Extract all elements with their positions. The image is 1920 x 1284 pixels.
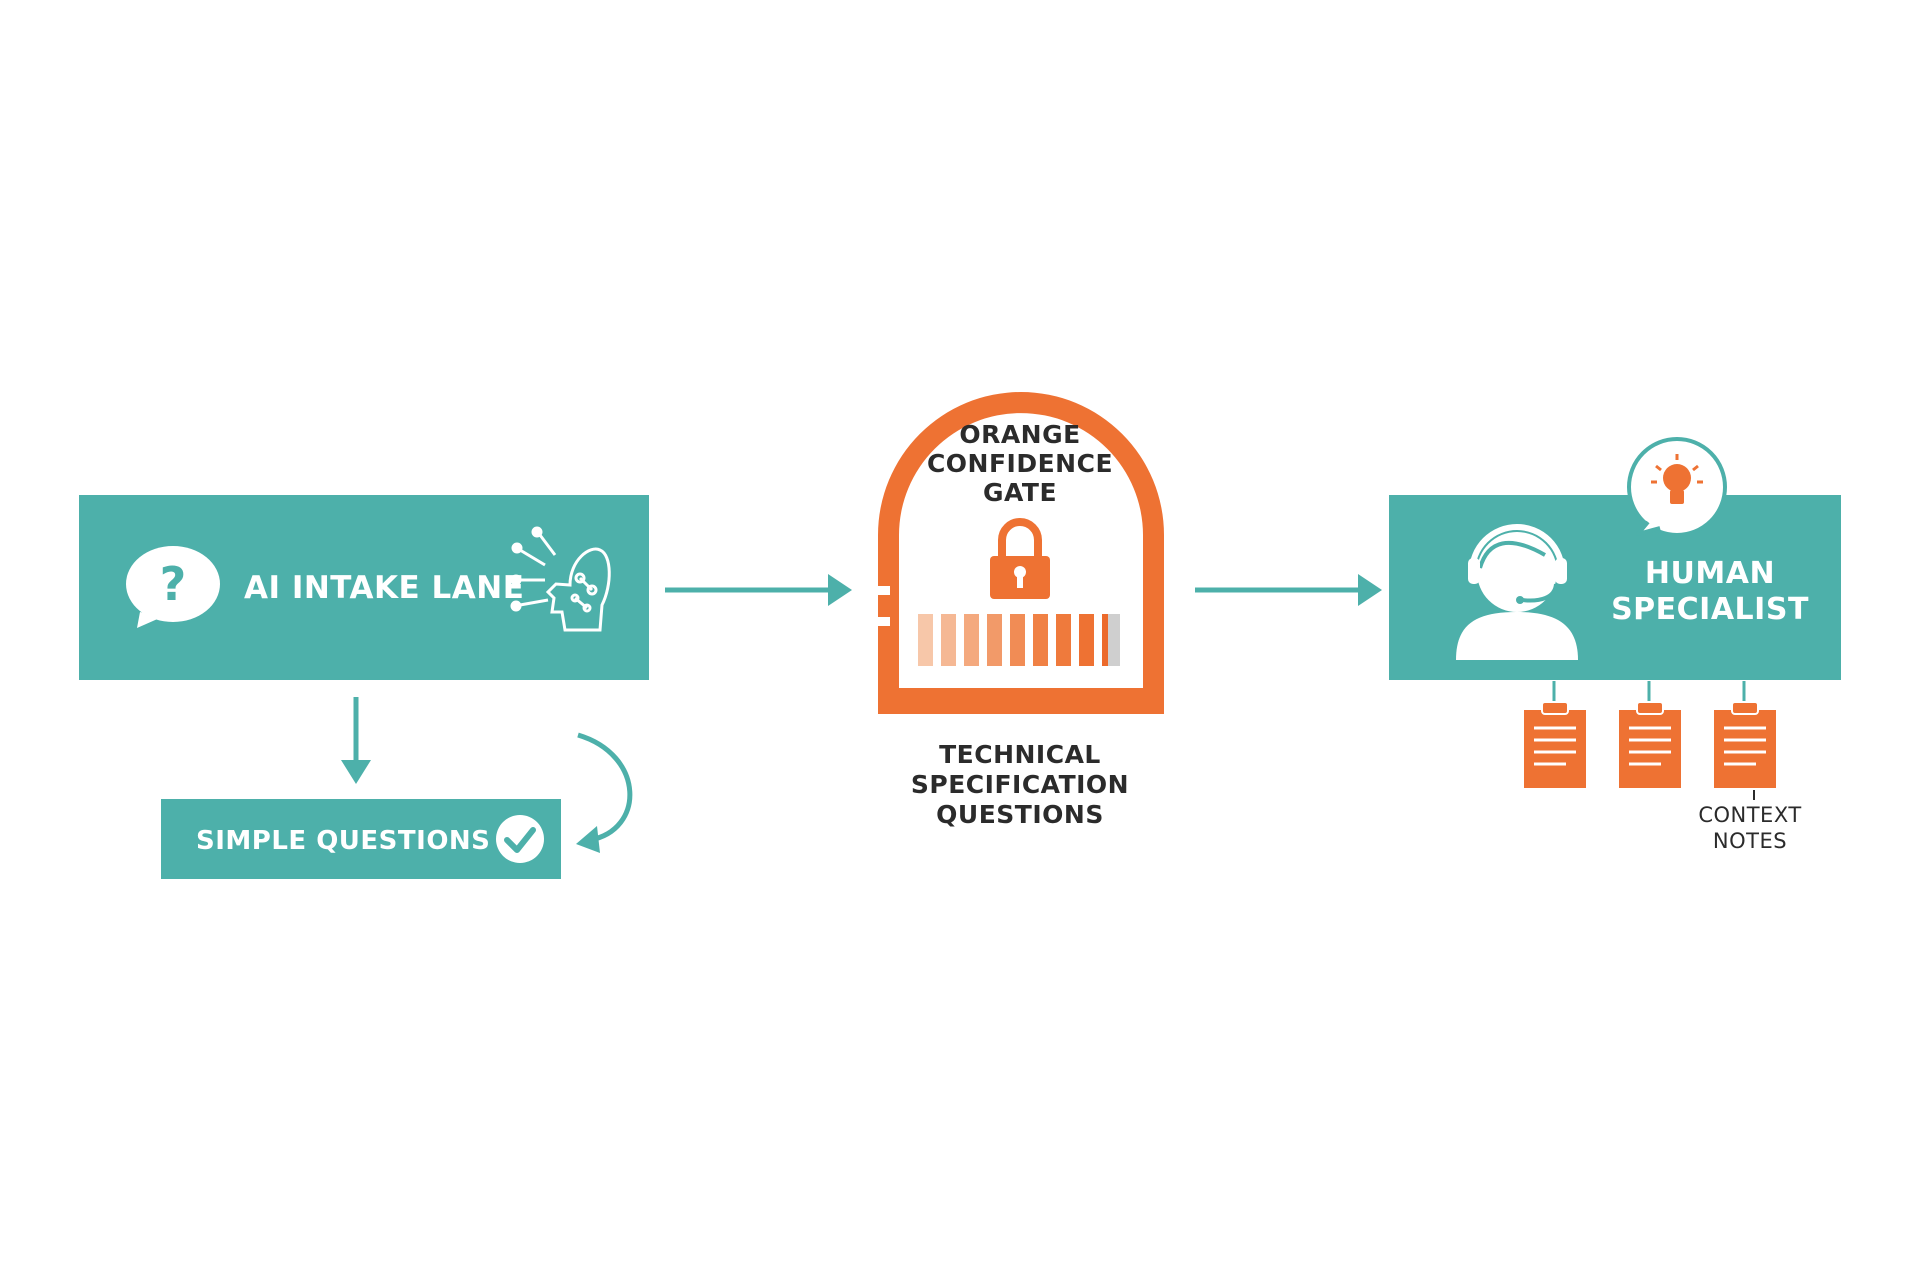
headset-agent-icon: [1456, 524, 1578, 660]
clipboard-icon: [1714, 681, 1776, 800]
arrow-gate-to-human-head: [1358, 574, 1382, 606]
technical-questions-label-line: SPECIFICATION: [910, 770, 1130, 799]
clipboard-icon: [1524, 681, 1586, 788]
arrow-down-to-simple-head: [341, 760, 371, 784]
confidence-gate-label-line: CONFIDENCE: [926, 449, 1114, 478]
technical-questions-label: TECHNICAL SPECIFICATION QUESTIONS: [880, 740, 1160, 830]
padlock-icon: [990, 518, 1050, 599]
context-notes-label-line: NOTES: [1712, 829, 1788, 853]
gate-notch-bottom: [868, 617, 890, 626]
technical-questions-label-line: QUESTIONS: [936, 800, 1104, 829]
clipboard-icon: [1619, 681, 1681, 788]
context-notes-label-line: CONTEXT: [1698, 803, 1802, 827]
confidence-gate-label-line: ORANGE: [959, 420, 1081, 449]
lightbulb-bubble-icon: [1627, 437, 1727, 537]
confidence-gate-base: [878, 688, 1164, 714]
human-specialist-label-line: SPECIALIST: [1611, 592, 1809, 627]
ai-head-icon: [510, 526, 611, 632]
question-bubble-icon: ?: [126, 546, 220, 628]
simple-questions-box: [161, 799, 561, 879]
technical-questions-label-line: TECHNICAL: [939, 740, 1101, 769]
human-specialist-label: HUMAN SPECIALIST: [1590, 556, 1830, 628]
confidence-gate-label: ORANGE CONFIDENCE GATE: [880, 420, 1160, 507]
confidence-meter: [918, 614, 1120, 666]
gate-notch-top: [868, 586, 890, 595]
arrow-intake-to-gate-head: [828, 574, 852, 606]
svg-text:?: ?: [160, 557, 187, 611]
context-notes-label: CONTEXT NOTES: [1660, 802, 1840, 854]
ai-intake-lane-label: AI INTAKE LANE: [244, 570, 525, 606]
check-circle-icon: [496, 815, 544, 863]
curved-return-arrow-head: [576, 826, 600, 853]
confidence-gate-label-line: GATE: [982, 478, 1058, 507]
simple-questions-label: SIMPLE QUESTIONS: [196, 826, 491, 856]
human-specialist-label-line: HUMAN: [1644, 556, 1776, 591]
curved-return-arrow: [577, 732, 633, 843]
